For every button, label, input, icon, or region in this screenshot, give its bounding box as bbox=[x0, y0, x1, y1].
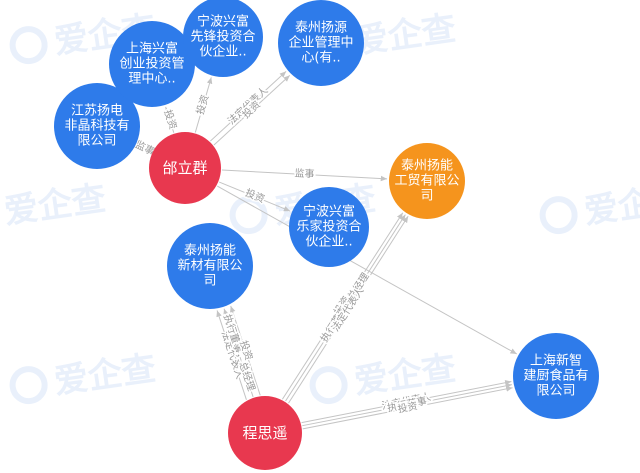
edge-label: 监事 bbox=[294, 166, 315, 180]
watermark: 爱企查 bbox=[539, 178, 640, 235]
person-node-circle bbox=[228, 396, 302, 470]
company-node-circle bbox=[54, 83, 140, 169]
company-node-circle bbox=[289, 187, 369, 267]
edge-line-qi_liqun-ningbo_xianfeng bbox=[194, 77, 213, 133]
node-layer: 江苏扬电非晶科技有限公司上海兴富创业投资管理中心..宁波兴富先锋投资合伙企业..… bbox=[54, 0, 599, 470]
edge-line-qi_liqun-shanghai_xingfu bbox=[164, 106, 175, 133]
node-label: 心(有.. bbox=[301, 51, 340, 66]
edge-line-qi_liqun-shanghai_xinzhi bbox=[217, 185, 517, 355]
edge-line-cheng_siyao-shanghai_xinzhi bbox=[301, 380, 512, 424]
node-label: 上海兴富 bbox=[126, 41, 178, 57]
edge-line-cheng_siyao-taizhou_yangneng_gongmao bbox=[285, 214, 406, 402]
edge-line-cheng_siyao-taizhou_yangneng_xincai bbox=[223, 308, 254, 398]
node-label: 伙企业.. bbox=[199, 44, 246, 60]
edge-label: 投资 bbox=[193, 93, 211, 116]
company-node-circle bbox=[513, 333, 599, 419]
edge-line-qi_liqun-ningbo_lejia bbox=[219, 181, 291, 212]
node-label: 宁波兴富 bbox=[197, 14, 249, 30]
node-label: 创业投资管 bbox=[119, 56, 184, 72]
watermark-logo-icon bbox=[9, 366, 48, 405]
node-label: 泰州扬源 bbox=[295, 21, 347, 36]
edge-line-cheng_siyao-shanghai_xinzhi bbox=[302, 386, 513, 430]
node-label: 司 bbox=[203, 274, 216, 289]
watermark-text: 爱企查 bbox=[52, 348, 159, 402]
node-label: 上海新智 bbox=[530, 353, 582, 369]
edge-line-qi_liqun-taizhou_yangneng_gongmao bbox=[221, 169, 388, 182]
node-label: 非晶科技有 bbox=[64, 119, 129, 134]
node-label: 限公司 bbox=[77, 134, 116, 149]
edge-line-cheng_siyao-shanghai_xinzhi bbox=[302, 383, 512, 427]
node-label: 泰州扬能 bbox=[184, 244, 236, 259]
watermark-text: 爱企查 bbox=[2, 178, 109, 232]
edge-line-qi_liqun-taizhou_yangyuan bbox=[210, 71, 287, 142]
node-label: 乐家投资合 bbox=[296, 219, 361, 235]
node-label: 邰立群 bbox=[162, 159, 207, 177]
node-cheng_siyao[interactable]: 程思遥 bbox=[228, 396, 302, 470]
edge-line-cheng_siyao-taizhou_yangneng_xincai bbox=[230, 305, 261, 396]
watermark-logo-icon bbox=[9, 26, 48, 65]
edge-line-qi_liqun-jiangsu bbox=[137, 144, 152, 153]
company-node-circle bbox=[109, 21, 195, 107]
node-label: 先锋投资合 bbox=[190, 29, 255, 45]
edge-line-qi_liqun-taizhou_yangyuan bbox=[213, 75, 291, 146]
node-label: 伙企业.. bbox=[305, 234, 352, 250]
target-node-circle bbox=[389, 143, 465, 219]
node-label: 程思遥 bbox=[242, 424, 287, 442]
edge-line-cheng_siyao-taizhou_yangneng_gongmao bbox=[281, 212, 404, 400]
watermark: 爱企查 bbox=[2, 178, 109, 232]
edge-line-cheng_siyao-taizhou_yangneng_xincai bbox=[216, 310, 247, 400]
node-label: 新材有限公 bbox=[177, 258, 242, 274]
person-node-circle bbox=[149, 132, 221, 204]
company-node-circle bbox=[167, 223, 253, 309]
watermark: 爱企查 bbox=[9, 348, 159, 405]
watermark-logo-icon bbox=[539, 196, 578, 235]
edge-layer bbox=[137, 71, 517, 430]
watermark-logo-icon bbox=[309, 366, 348, 405]
company-node-circle bbox=[183, 0, 263, 77]
node-label: 江苏扬电 bbox=[71, 103, 123, 119]
node-qi_liqun[interactable]: 邰立群 bbox=[149, 132, 221, 204]
node-label: 泰州扬能 bbox=[401, 159, 453, 174]
watermark-text: 爱企查 bbox=[582, 178, 640, 232]
company-node-circle bbox=[278, 0, 364, 86]
node-label: 理中心.. bbox=[128, 72, 175, 87]
node-label: 建厨食品有 bbox=[523, 368, 588, 384]
node-label: 司 bbox=[420, 189, 433, 204]
node-label: 工贸有限公 bbox=[394, 174, 459, 189]
edge-line-cheng_siyao-taizhou_yangneng_gongmao bbox=[288, 215, 409, 404]
node-label: 限公司 bbox=[536, 384, 575, 399]
node-label: 企业管理中 bbox=[288, 35, 353, 51]
watermark-text: 爱企查 bbox=[352, 348, 459, 402]
edge-label: 投资 bbox=[161, 108, 179, 131]
node-label: 宁波兴富 bbox=[303, 204, 355, 220]
watermark-text: 爱企查 bbox=[352, 8, 459, 62]
